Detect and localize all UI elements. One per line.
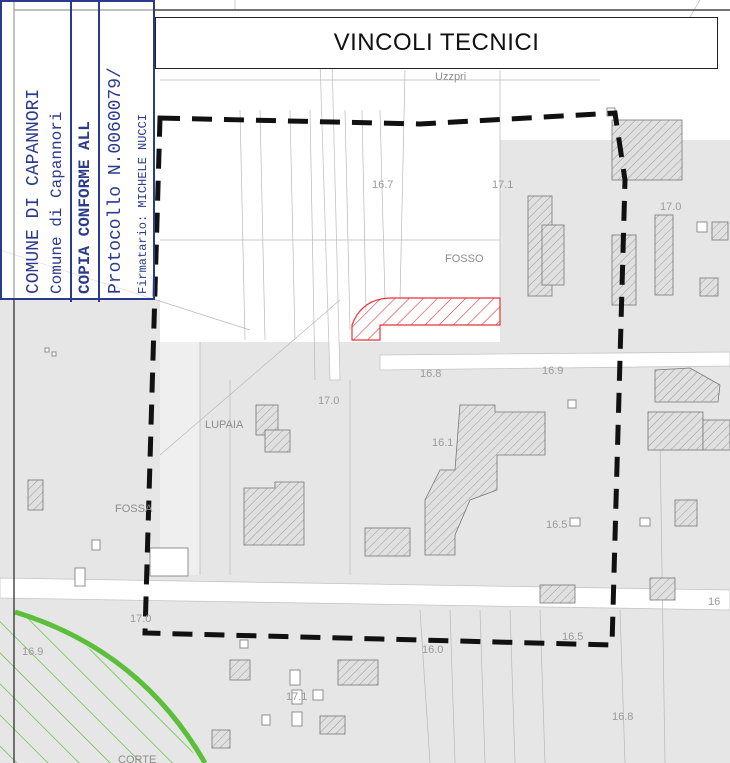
stamp-text: Comune di Capannori [48,111,66,294]
map-title: VINCOLI TECNICI [333,29,540,56]
elevation-label: 16.1 [432,437,453,449]
stamp-text: COPIA CONFORME ALL [76,121,94,294]
elevation-label: 17.0 [318,395,339,407]
place-label-corte: CORTE [118,754,156,763]
place-label-lupaia: LUPAIA [205,419,244,431]
elevation-label: 16.8 [612,711,633,723]
elevation-label: 16 [708,596,720,608]
stamp-text: Firmatario: MICHELE NUCCI [136,113,150,294]
place-label-uzzpri: Uzzpri [435,71,466,83]
buildings [27,119,730,749]
elevation-label: 16.5 [562,631,583,643]
stamp-text: Protocollo N.0060079/ [106,67,126,294]
elevation-label: 16.9 [542,365,563,377]
area-boundary [142,110,628,648]
parcel-lines [0,0,701,763]
green-buffer [0,609,208,763]
small-structures [44,107,708,727]
elevation-label: 16.8 [420,368,441,380]
place-label-fossa: FOSSA [115,503,153,515]
elevation-label: 17.1 [492,179,513,191]
elevation-label: 17.0 [660,201,681,213]
elevation-label: 17.0 [130,613,151,625]
elevation-label: 16.7 [372,179,393,191]
stamp-divider [98,2,100,302]
red-constraint-zone[interactable] [351,297,501,341]
elevation-label: 16.5 [546,519,567,531]
stamp-divider [70,2,72,302]
place-label-fosso: FOSSO [445,253,484,265]
stamp-text: COMUNE DI CAPANNORI [24,88,44,294]
map-title-box: VINCOLI TECNICI [155,17,718,69]
elevation-label: 17.1 [286,691,307,703]
elevation-label: 16.9 [22,646,43,658]
elevation-label: 16.0 [422,644,443,656]
conformity-stamp: COMUNE DI CAPANNORI Comune di Capannori … [0,0,155,302]
